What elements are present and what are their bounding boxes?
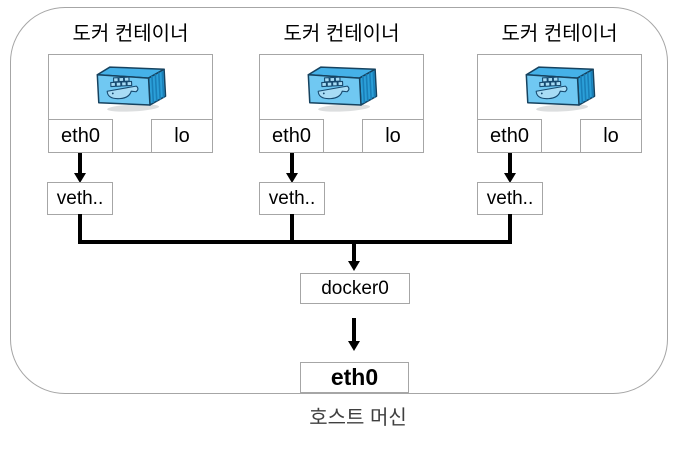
arrowhead-icon [504, 173, 516, 183]
container-3-veth-box: veth.. [477, 182, 543, 215]
veth-2-bus-line [290, 214, 294, 244]
arrow-eth0-to-veth-2 [290, 153, 294, 175]
veth-bus-horizontal-line [78, 240, 512, 244]
container-2-title: 도커 컨테이너 [283, 23, 400, 45]
arrowhead-icon [74, 173, 86, 183]
container-1-eth0-box: eth0 [48, 119, 113, 153]
docker-container-icon [96, 66, 167, 112]
container-2-eth0-box: eth0 [259, 119, 324, 153]
host-machine-label: 호스트 머신 [309, 407, 407, 429]
arrowhead-icon [348, 341, 360, 351]
veth-1-bus-line [78, 214, 82, 244]
container-1-lo-box: lo [151, 119, 213, 153]
container-3-title: 도커 컨테이너 [501, 23, 618, 45]
docker-container-icon [307, 66, 378, 112]
arrow-docker0-to-eth0 [352, 318, 356, 342]
container-2-lo-box: lo [362, 119, 424, 153]
arrowhead-icon [348, 261, 360, 271]
docker-container-icon [525, 66, 596, 112]
arrow-eth0-to-veth-1 [78, 153, 82, 175]
host-eth0-box: eth0 [300, 362, 409, 393]
veth-3-bus-line [508, 214, 512, 244]
container-1-title: 도커 컨테이너 [72, 23, 189, 45]
arrow-eth0-to-veth-3 [508, 153, 512, 175]
container-3-eth0-box: eth0 [477, 119, 542, 153]
arrow-bus-to-docker0 [352, 244, 356, 262]
container-3-lo-box: lo [580, 119, 642, 153]
arrowhead-icon [286, 173, 298, 183]
container-2-veth-box: veth.. [259, 182, 325, 215]
docker0-bridge-box: docker0 [300, 273, 410, 304]
container-1-veth-box: veth.. [47, 182, 113, 215]
